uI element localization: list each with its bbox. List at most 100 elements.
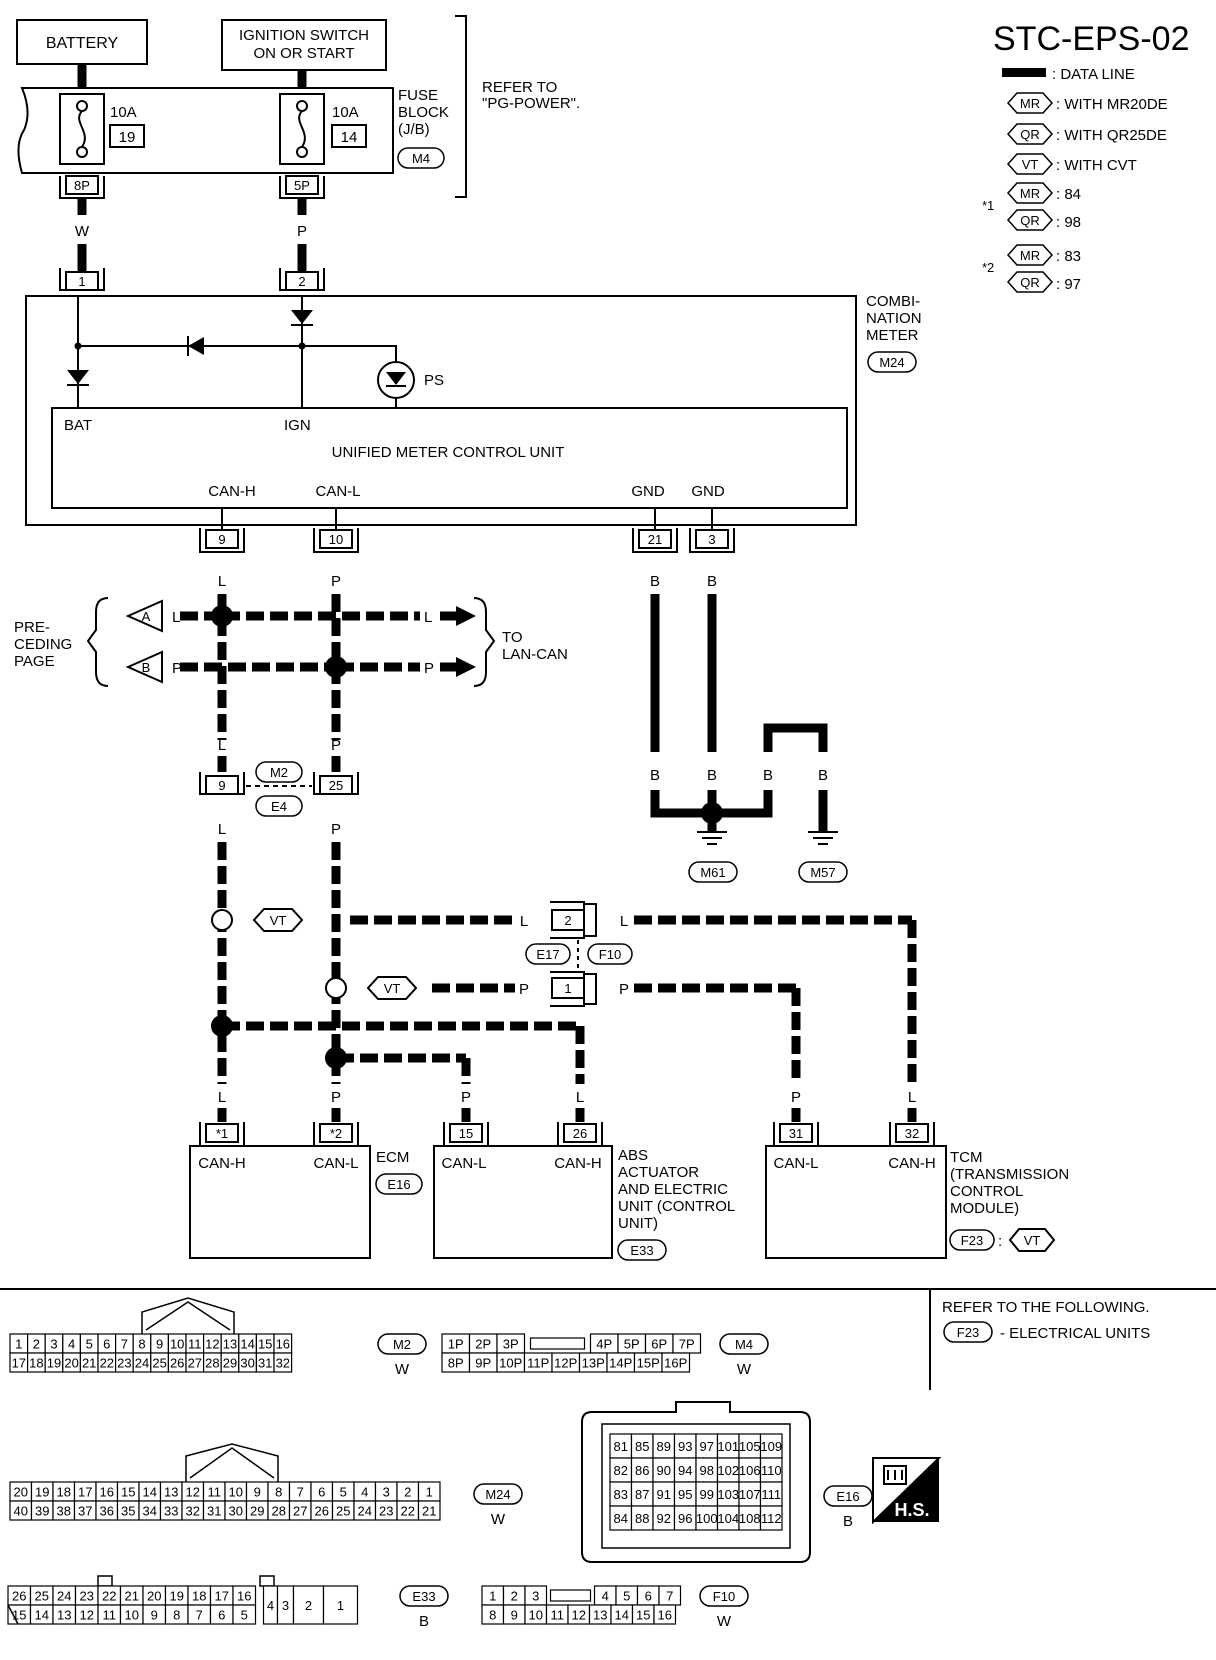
connector-color: B bbox=[419, 1613, 429, 1630]
connector-name: M2 bbox=[393, 1337, 411, 1352]
ignition-label-1: IGNITION SWITCH bbox=[239, 27, 369, 44]
connector-pin-number: 109 bbox=[760, 1439, 782, 1454]
connector-pin-number: 24 bbox=[358, 1504, 372, 1519]
ground-m61 bbox=[688, 861, 738, 883]
abs-p-label: P bbox=[461, 1089, 471, 1106]
inline-pin-1: 1 bbox=[564, 981, 571, 996]
inline-p-right: P bbox=[619, 981, 629, 998]
ignition-switch-box bbox=[221, 19, 387, 71]
joint-pin-25: 25 bbox=[329, 778, 343, 793]
connector-pin bbox=[653, 1604, 677, 1625]
connector-pin-number: 37 bbox=[78, 1504, 92, 1519]
connector-pin-number: 31 bbox=[258, 1356, 272, 1371]
splice-can-l bbox=[325, 1047, 347, 1069]
svg-text:: WITH MR20DE: : WITH MR20DE bbox=[1056, 96, 1168, 113]
row-a-right-l: L bbox=[424, 609, 432, 626]
connector-pin-number: 16P bbox=[664, 1356, 687, 1371]
refer-conn-f23 bbox=[943, 1321, 993, 1343]
connector-pin-number: 21 bbox=[422, 1504, 436, 1519]
svg-text:ECM: ECM bbox=[376, 1149, 409, 1166]
connector-pin-number: 16 bbox=[658, 1608, 672, 1623]
connector-pin-number: 35 bbox=[121, 1504, 135, 1519]
svg-text:MR: MR bbox=[1020, 96, 1040, 111]
connector-pin-number: 6P bbox=[651, 1337, 667, 1352]
legend-note1: *1 MR : 84 QR : 98 bbox=[982, 182, 1081, 231]
connector-pin-number: 19 bbox=[35, 1485, 49, 1500]
svg-text:ACTUATOR: ACTUATOR bbox=[618, 1164, 699, 1181]
svg-text:*2: *2 bbox=[330, 1126, 342, 1141]
connector-pin-number: 23 bbox=[379, 1504, 393, 1519]
connector-pin-number: 5 bbox=[86, 1337, 93, 1352]
svg-text:M24: M24 bbox=[879, 355, 904, 370]
connector-color: W bbox=[717, 1613, 732, 1630]
vt-splice-p bbox=[325, 977, 347, 999]
connector-color: W bbox=[491, 1511, 506, 1528]
connector-pin-number: 12P bbox=[554, 1356, 577, 1371]
inline-conn-f10 bbox=[587, 943, 633, 965]
connector-pin-number: 12 bbox=[572, 1608, 586, 1623]
connector-pin-number: 87 bbox=[635, 1487, 649, 1502]
connector-pin-number: 19 bbox=[170, 1589, 184, 1604]
svg-text:3: 3 bbox=[708, 532, 715, 547]
connector-pin bbox=[661, 1352, 691, 1373]
svg-text:F23: F23 bbox=[957, 1325, 979, 1340]
connector-pin-number: 91 bbox=[657, 1487, 671, 1502]
connector-pin-number: 3 bbox=[282, 1598, 289, 1613]
connector-pin-number: 102 bbox=[717, 1463, 739, 1478]
connector-pin-number: 104 bbox=[717, 1511, 739, 1526]
svg-text:P: P bbox=[331, 821, 341, 838]
meter-label-1: COMBI- bbox=[866, 293, 920, 310]
svg-text:H.S.: H.S. bbox=[894, 1500, 929, 1520]
svg-text:CAN-L: CAN-L bbox=[313, 1155, 358, 1172]
connector-pin-number: 4 bbox=[361, 1485, 368, 1500]
svg-text:14: 14 bbox=[341, 129, 358, 146]
connector-pin-number: 26 bbox=[12, 1589, 26, 1604]
fuse-19: 10A 19 bbox=[59, 93, 145, 165]
svg-text:31: 31 bbox=[789, 1126, 803, 1141]
connector-pin-number: 13 bbox=[57, 1608, 71, 1623]
row-b-left-p: P bbox=[172, 660, 182, 677]
svg-text:: 84: : 84 bbox=[1056, 186, 1081, 203]
fuse-block-conn bbox=[397, 147, 445, 169]
vt-mark-l bbox=[252, 908, 304, 932]
connector-pin-number: 5P bbox=[624, 1337, 640, 1352]
unified-meter-control-unit bbox=[51, 407, 848, 509]
connector-pin-number: 24 bbox=[57, 1589, 71, 1604]
connector-pin-number: 9 bbox=[254, 1485, 261, 1500]
connector-pin-number: 27 bbox=[188, 1356, 202, 1371]
meter-internal-circuit: PS bbox=[67, 296, 444, 408]
connector-pin-number: 34 bbox=[143, 1504, 157, 1519]
svg-text:32: 32 bbox=[905, 1126, 919, 1141]
connector-pin-number: 27 bbox=[293, 1504, 307, 1519]
connector-pin-number: 111 bbox=[761, 1487, 781, 1502]
connector-pin-number: 112 bbox=[761, 1511, 782, 1526]
ground-m57 bbox=[798, 861, 848, 883]
svg-text:F10: F10 bbox=[599, 947, 621, 962]
svg-text:M4: M4 bbox=[412, 151, 430, 166]
connector-pin-number: 1P bbox=[448, 1337, 464, 1352]
connector-pin-number: 15 bbox=[121, 1485, 135, 1500]
connector-pin-number: 1 bbox=[489, 1589, 496, 1604]
connector-pin-number: 107 bbox=[739, 1487, 761, 1502]
connector-pin-number: 4 bbox=[602, 1589, 609, 1604]
preceding-arrow-b bbox=[125, 650, 163, 684]
svg-text:B: B bbox=[142, 660, 151, 675]
connector-pin-number: 22 bbox=[100, 1356, 114, 1371]
svg-text:CAN-L: CAN-L bbox=[773, 1155, 818, 1172]
connector-pin-number: 103 bbox=[717, 1487, 739, 1502]
connector-pin-number: 15 bbox=[12, 1608, 26, 1623]
svg-text:VT: VT bbox=[1024, 1233, 1041, 1248]
meter-label-2: NATION bbox=[866, 310, 922, 327]
inline-l-left: L bbox=[520, 913, 528, 930]
connector-pin-number: 1 bbox=[15, 1337, 22, 1352]
connector-pin-number: 10 bbox=[125, 1608, 139, 1623]
svg-text:B: B bbox=[763, 767, 773, 784]
preceding-page-2: CEDING bbox=[14, 636, 72, 653]
joint-conn-e4 bbox=[255, 795, 303, 817]
svg-text:A: A bbox=[142, 609, 151, 624]
connector-pin-number: 14P bbox=[609, 1356, 632, 1371]
legend: : DATA LINE MR : WITH MR20DE QR : WITH Q… bbox=[982, 66, 1168, 293]
